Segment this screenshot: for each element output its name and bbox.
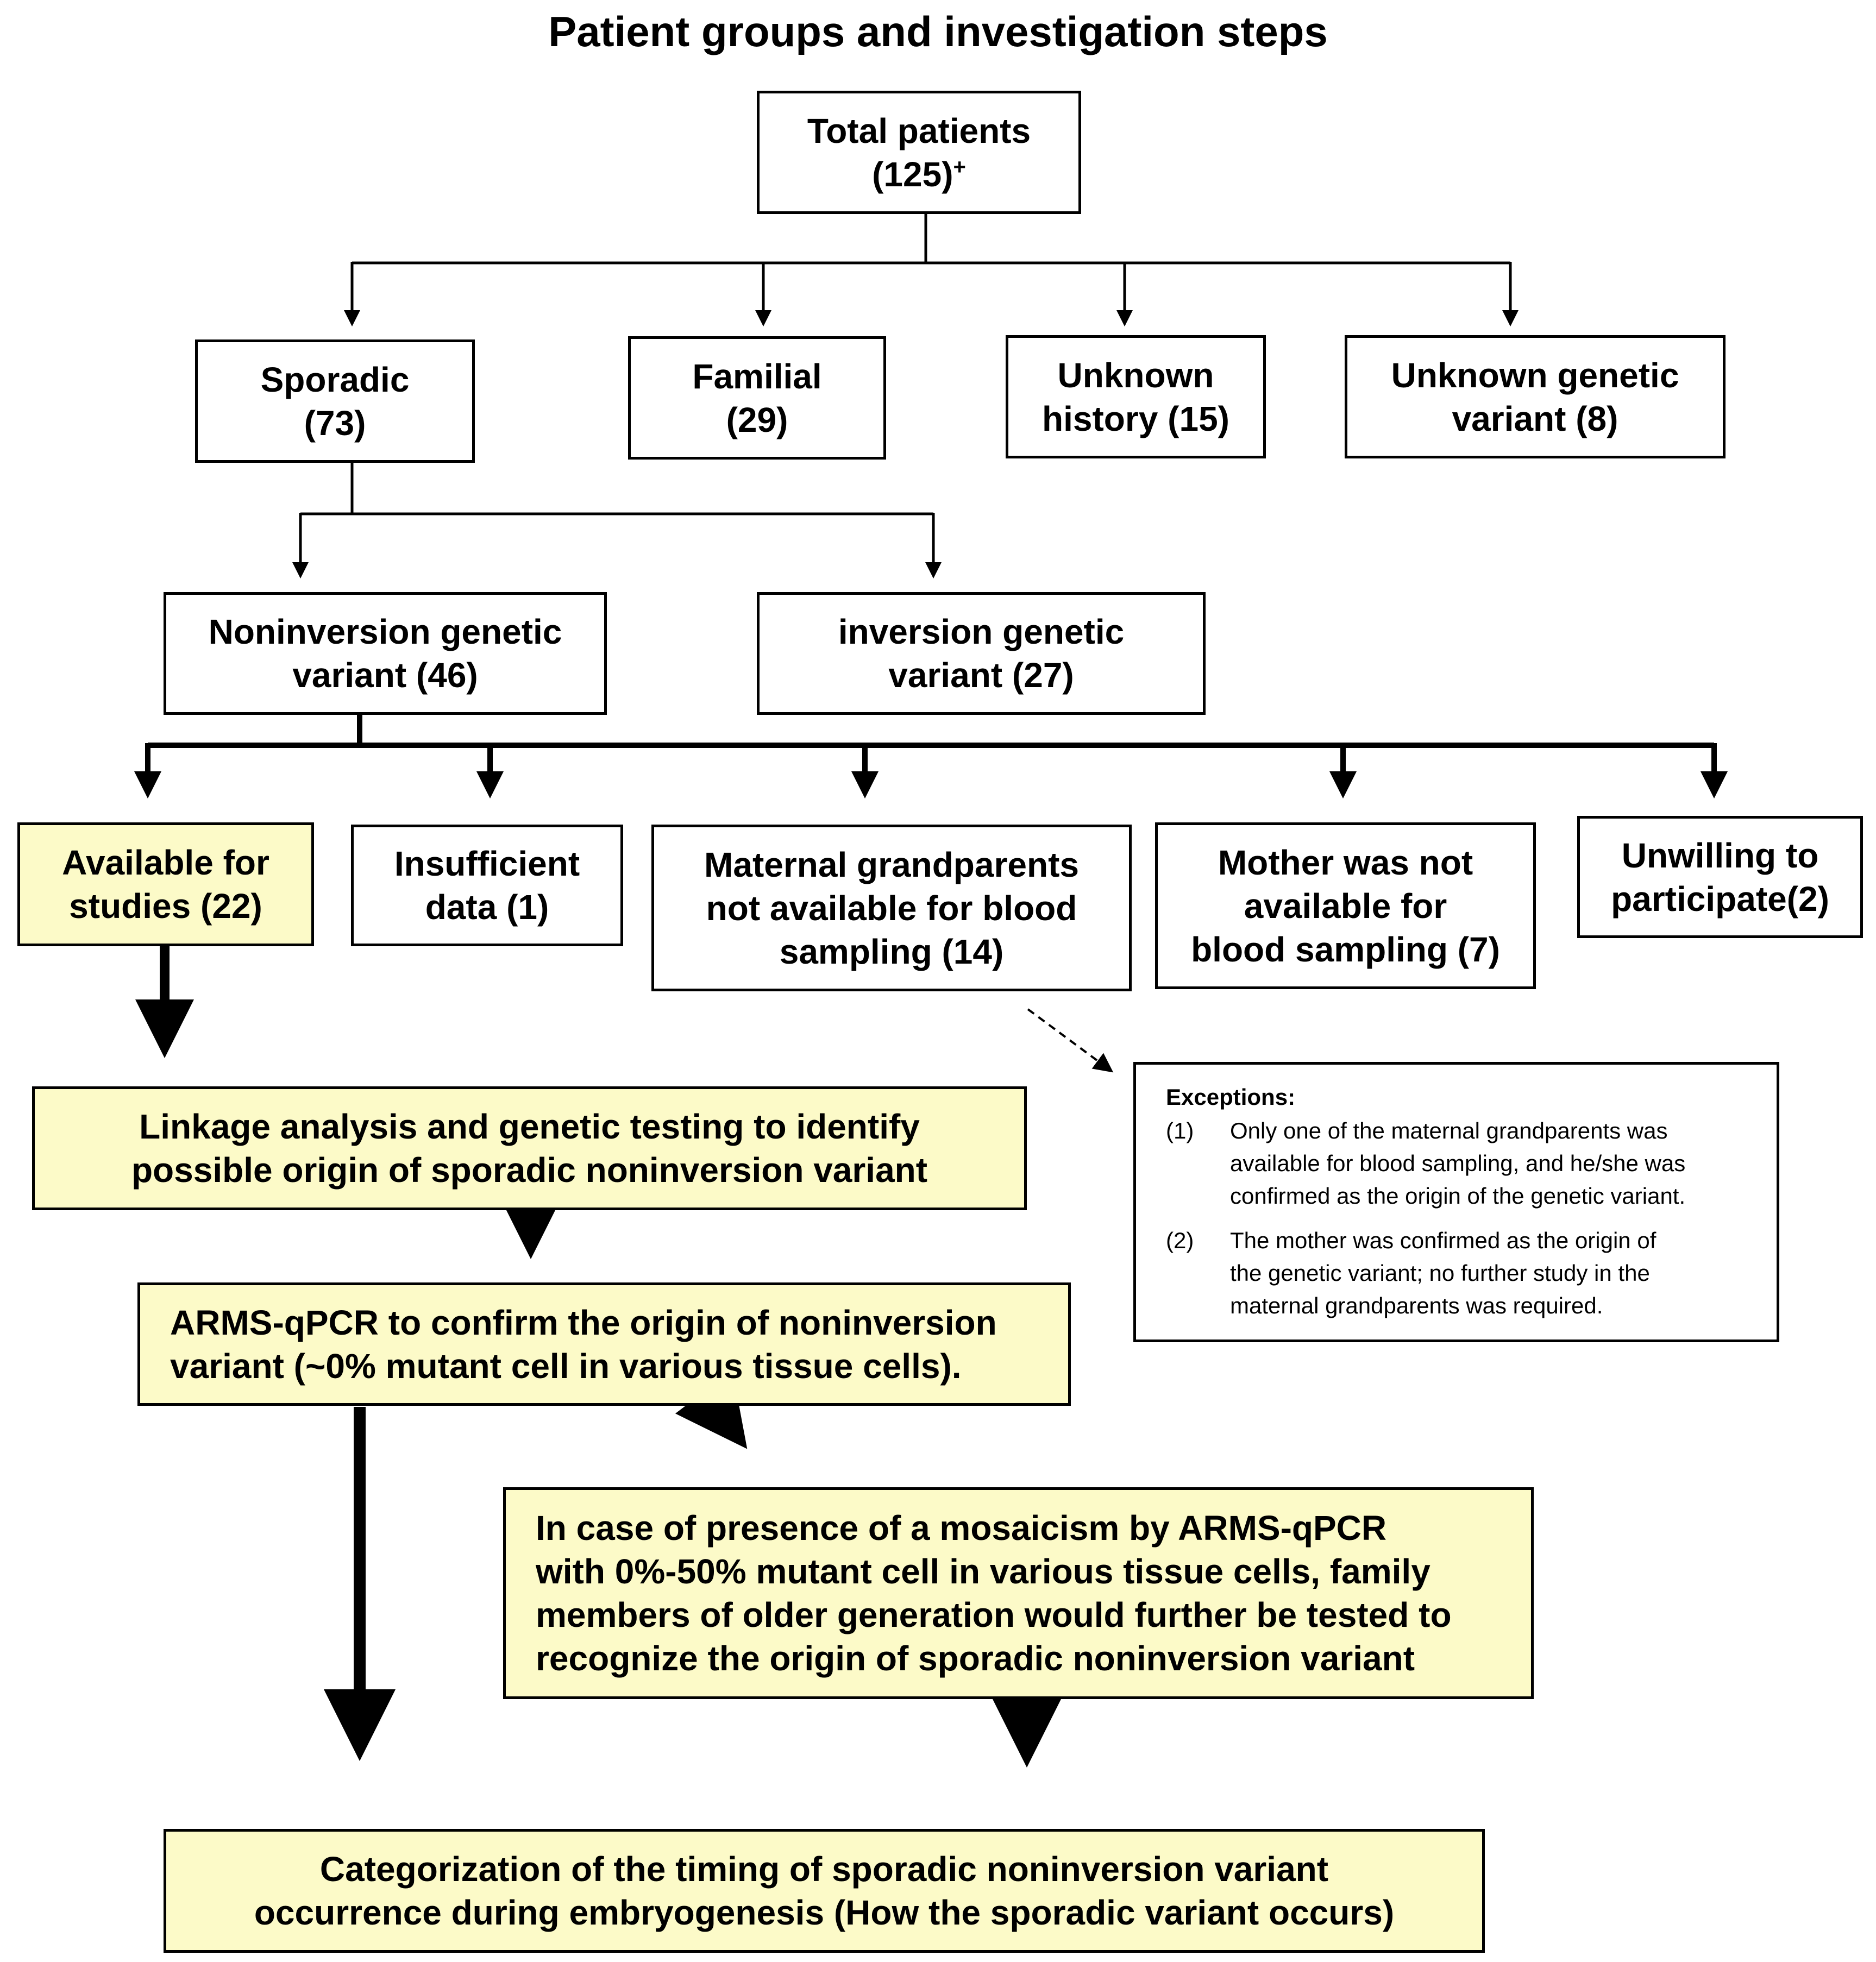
node-sporadic-line-2: (73)	[304, 403, 366, 443]
node-mosaicism-line-3: members of older generation would furthe…	[536, 1595, 1452, 1634]
node-familial: Familial (29)	[628, 336, 886, 460]
footnote-mark: +	[953, 155, 966, 179]
node-unknown-history: Unknown history (15)	[1006, 335, 1266, 458]
node-inversion-variant: inversion genetic variant (27)	[757, 592, 1206, 715]
node-mosaicism-testing: In case of presence of a mosaicism by AR…	[503, 1487, 1534, 1699]
node-unwilling-line-1: Unwilling to	[1621, 835, 1819, 875]
node-mother-line-2: available for	[1244, 886, 1447, 926]
node-mother-line-3: blood sampling (7)	[1191, 929, 1500, 969]
connector-total-to-groups	[344, 214, 1519, 326]
node-total-line-2: (125)	[872, 154, 953, 194]
node-categorization-line-1: Categorization of the timing of sporadic…	[319, 1850, 1329, 1889]
exception-text-line: confirmed as the origin of the genetic v…	[1230, 1183, 1686, 1209]
node-mosaicism-line-1: In case of presence of a mosaicism by AR…	[536, 1508, 1387, 1548]
exception-item: (2) The mother was confirmed as the orig…	[1166, 1224, 1755, 1322]
exception-number: (2)	[1166, 1228, 1194, 1253]
node-insufficient-data: Insufficient data (1)	[351, 825, 623, 946]
node-maternal-line-2: not available for blood	[706, 888, 1077, 928]
exceptions-note: Exceptions: (1) Only one of the maternal…	[1133, 1062, 1779, 1342]
exceptions-heading: Exceptions:	[1166, 1084, 1296, 1110]
connector-noninversion-to-outcomes	[134, 715, 1728, 798]
node-noninversion-variant: Noninversion genetic variant (46)	[164, 592, 607, 715]
node-mosaicism-line-2: with 0%-50% mutant cell in various tissu…	[536, 1552, 1430, 1591]
node-sporadic-line-1: Sporadic	[260, 360, 410, 399]
node-available-line-2: studies (22)	[69, 886, 262, 926]
node-unknown-variant-line-1: Unknown genetic	[1391, 355, 1679, 395]
node-mosaicism-line-4: recognize the origin of sporadic noninve…	[536, 1639, 1415, 1678]
node-sporadic: Sporadic (73)	[195, 339, 475, 463]
node-available-for-studies: Available for studies (22)	[17, 822, 314, 946]
node-unwilling-to-participate: Unwilling to participate(2)	[1577, 816, 1863, 938]
node-unknown-history-line-1: Unknown	[1057, 355, 1214, 395]
node-arms-line-2: variant (~0% mutant cell in various tiss…	[170, 1346, 962, 1386]
node-maternal-line-1: Maternal grandparents	[704, 845, 1079, 884]
node-available-line-1: Available for	[62, 843, 269, 882]
arrow-maternal-to-exceptions	[1027, 1008, 1114, 1073]
node-total-patients: Total patients (125)+	[757, 91, 1081, 214]
exception-text-line: maternal grandparents was required.	[1230, 1293, 1603, 1318]
node-unknown-genetic-variant: Unknown genetic variant (8)	[1345, 335, 1726, 458]
node-unknown-variant-line-2: variant (8)	[1452, 399, 1618, 438]
node-linkage-line-1: Linkage analysis and genetic testing to …	[139, 1107, 920, 1146]
node-mother-unavailable: Mother was not available for blood sampl…	[1155, 822, 1536, 989]
node-maternal-line-3: sampling (14)	[779, 932, 1004, 971]
exception-text-line: Only one of the maternal grandparents wa…	[1230, 1118, 1668, 1143]
node-inversion-line-2: variant (27)	[888, 656, 1074, 695]
node-familial-line-2: (29)	[726, 400, 788, 439]
connector-sporadic-to-variants	[292, 463, 942, 578]
exception-text-line: available for blood sampling, and he/she…	[1230, 1150, 1686, 1176]
node-unwilling-line-2: participate(2)	[1611, 879, 1829, 919]
node-categorization: Categorization of the timing of sporadic…	[164, 1829, 1485, 1953]
node-unknown-history-line-2: history (15)	[1042, 399, 1229, 438]
node-linkage-analysis: Linkage analysis and genetic testing to …	[32, 1086, 1027, 1210]
exception-text-line: the genetic variant; no further study in…	[1230, 1260, 1650, 1286]
node-arms-qpcr: ARMS-qPCR to confirm the origin of nonin…	[137, 1282, 1071, 1406]
exception-item: (1) Only one of the maternal grandparent…	[1166, 1115, 1755, 1212]
exception-text-line: The mother was confirmed as the origin o…	[1230, 1228, 1657, 1253]
node-mother-line-1: Mother was not	[1218, 842, 1473, 882]
node-noninversion-line-1: Noninversion genetic	[208, 612, 562, 651]
node-total-line-1: Total patients	[807, 111, 1031, 150]
node-categorization-line-2: occurrence during embryogenesis (How the…	[254, 1893, 1395, 1932]
exception-number: (1)	[1166, 1118, 1194, 1143]
node-maternal-grandparents-unavailable: Maternal grandparents not available for …	[651, 825, 1132, 991]
node-linkage-line-2: possible origin of sporadic noninversion…	[131, 1150, 928, 1190]
node-inversion-line-1: inversion genetic	[838, 612, 1125, 651]
node-arms-line-1: ARMS-qPCR to confirm the origin of nonin…	[170, 1303, 997, 1342]
arrow-arms-to-mosaicism	[675, 1370, 748, 1449]
node-insufficient-line-2: data (1)	[425, 888, 549, 927]
page-title: Patient groups and investigation steps	[548, 8, 1328, 55]
node-familial-line-1: Familial	[692, 356, 822, 396]
node-insufficient-line-1: Insufficient	[394, 844, 580, 883]
node-noninversion-line-2: variant (46)	[292, 656, 478, 695]
